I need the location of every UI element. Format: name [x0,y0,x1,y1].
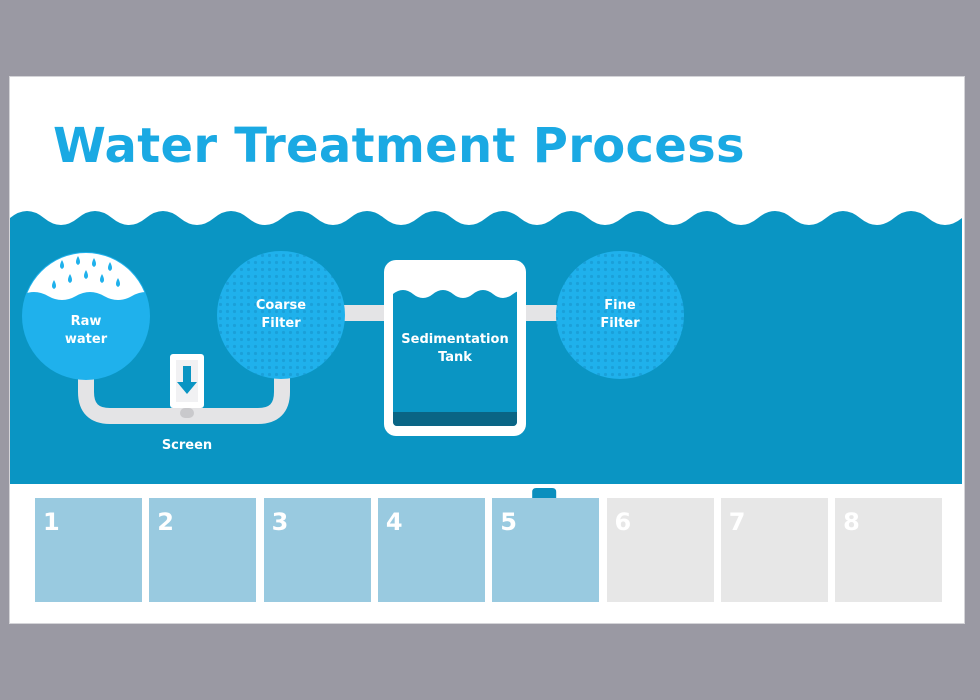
step-number: 5 [500,508,517,536]
step-number: 3 [271,508,289,536]
step-number: 8 [843,508,860,536]
sedimentation-tank [384,260,526,436]
screen-label: Screen [161,438,213,453]
screen-device [170,354,204,418]
fine-filter-label: Fine Filter [600,298,640,331]
pipe-tank-to-fine [516,305,562,321]
step-tile-4[interactable]: 4 [377,498,485,602]
step-number: 6 [614,508,632,536]
arrow-down-icon [177,366,197,394]
raw-water-label: Raw water [64,314,108,347]
sedimentation-tank-label: Sedimentation Tank [401,332,509,365]
step-number: 4 [385,508,403,536]
page-title: Water Treatment Process [53,118,745,174]
raindrop-icon [52,256,120,289]
coarse-filter-bubble [217,251,345,379]
step-tile-6[interactable]: 6 [606,498,714,602]
step-number: 1 [43,508,60,536]
step-tile-2[interactable]: 2 [149,498,257,602]
step-number: 7 [728,508,746,536]
fine-filter-bubble [556,251,684,379]
pipe-coarse-to-tank [340,305,392,321]
step-tile-7[interactable]: 7 [720,498,828,602]
step-tile-8[interactable]: 8 [835,498,943,602]
step-number: 2 [157,508,174,536]
coarse-filter-label: Coarse Filter [255,298,307,331]
step-tile-3[interactable]: 3 [263,498,371,602]
step-tile-5[interactable]: 5 [492,498,600,602]
step-tile-1[interactable]: 1 [35,498,142,602]
raw-water-bubble [22,252,150,380]
